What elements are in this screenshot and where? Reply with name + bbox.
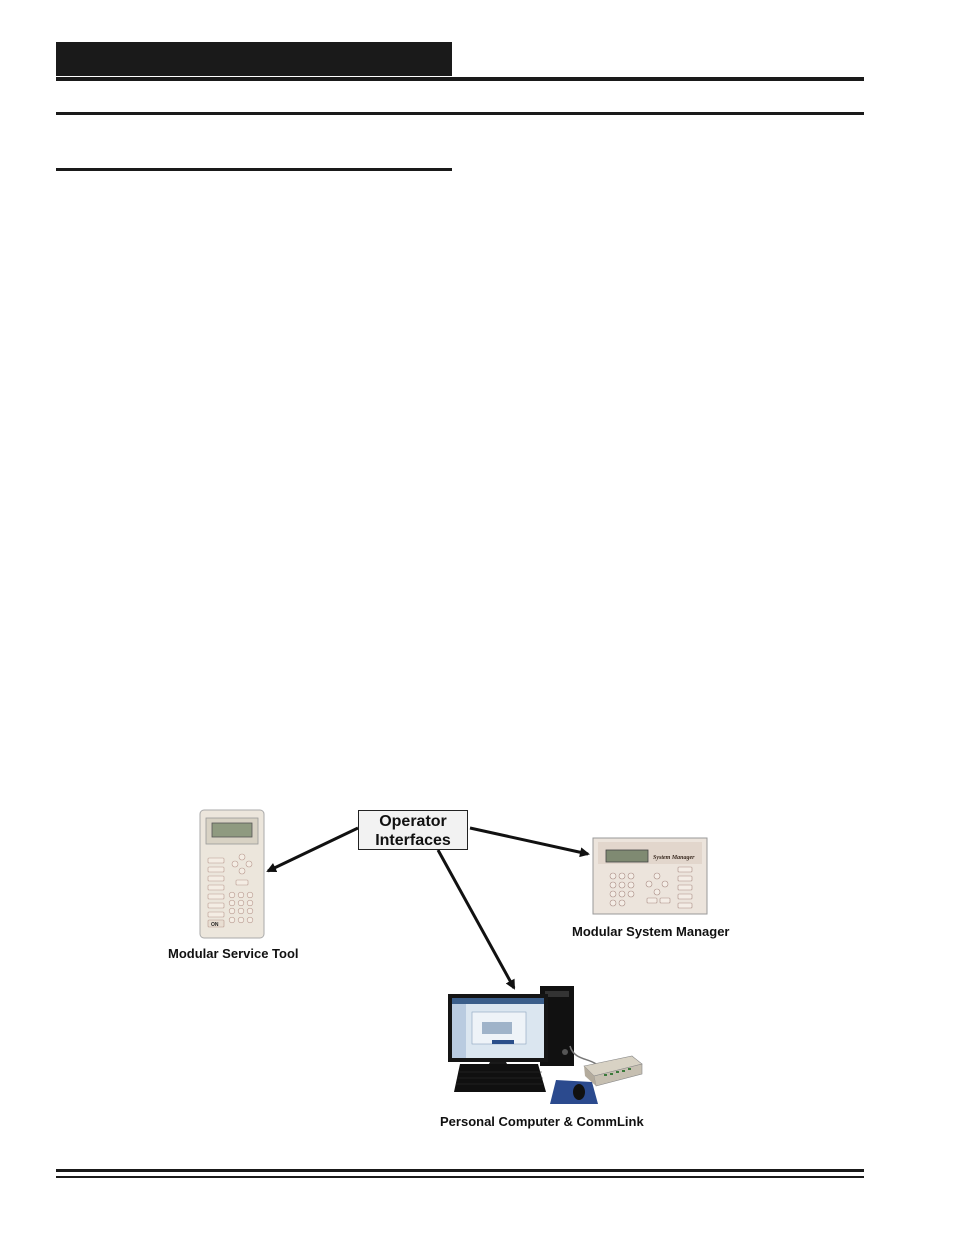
system-manager-brand: System Manager <box>653 855 695 861</box>
computer-caption: Personal Computer & CommLink <box>440 1114 644 1129</box>
system-manager-caption: Modular System Manager <box>572 924 730 939</box>
header-bar <box>56 42 452 76</box>
arrow-to-system-manager <box>469 826 590 858</box>
operator-interfaces-callout: Operator Interfaces <box>358 810 468 850</box>
header-rule <box>56 77 864 81</box>
arrow-to-computer <box>436 849 516 990</box>
footer-rule-bottom <box>56 1176 864 1178</box>
modular-system-manager-image: System Manager <box>592 837 708 915</box>
personal-computer-commlink-image <box>448 986 643 1104</box>
callout-line-2: Interfaces <box>375 832 451 849</box>
subsection-rule <box>56 168 452 171</box>
arrow-to-service-tool <box>266 826 359 873</box>
callout-line-1: Operator <box>379 813 447 830</box>
section-rule <box>56 112 864 115</box>
footer-rule-top <box>56 1169 864 1172</box>
modular-service-tool-image: ON <box>199 809 265 939</box>
service-tool-on-key: ON <box>211 922 219 928</box>
service-tool-caption: Modular Service Tool <box>168 946 299 961</box>
